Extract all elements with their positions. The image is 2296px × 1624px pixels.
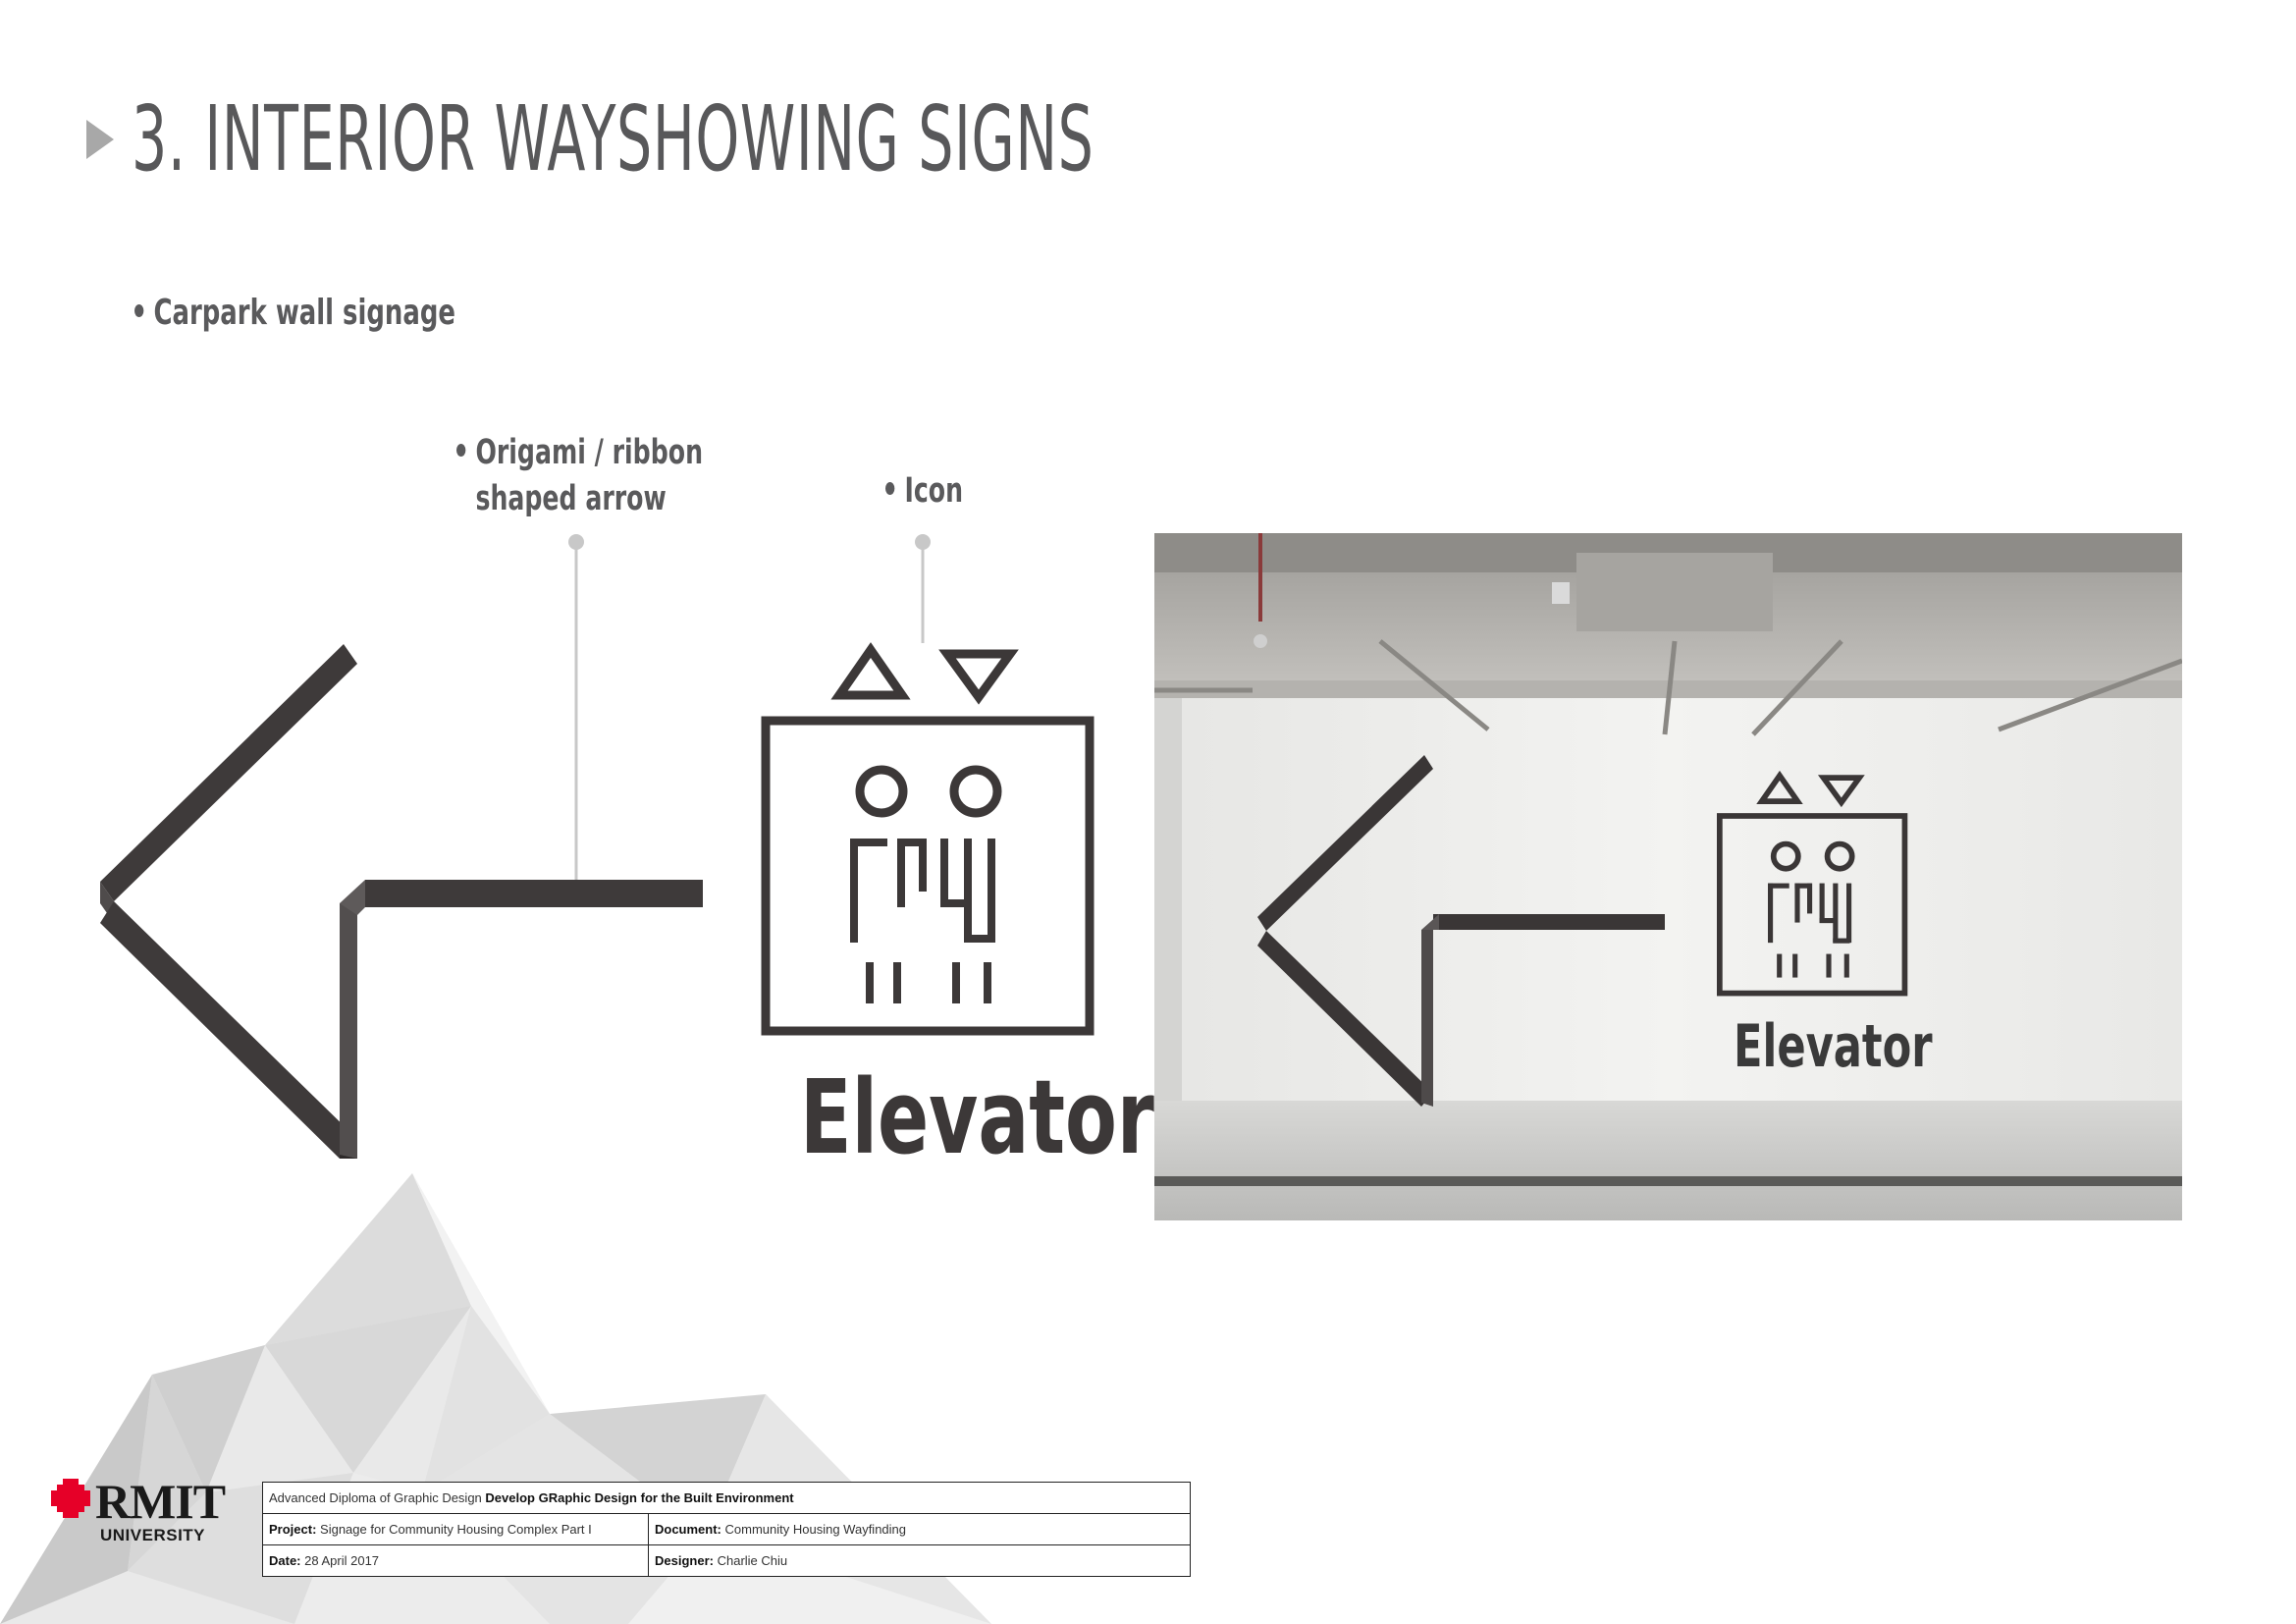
table-row: Advanced Diploma of Graphic Design Devel… xyxy=(262,1482,1191,1514)
callout-icon: Icon xyxy=(885,471,963,511)
rmit-wordmark: RMIT xyxy=(95,1474,226,1529)
project-cell: Project: Signage for Community Housing C… xyxy=(262,1513,649,1545)
wall-ribbon-arrow-icon xyxy=(1257,755,1665,1107)
callout-ribbon-arrow: Origami / ribbon shaped arrow xyxy=(456,430,703,522)
wall-elevator-icon xyxy=(1717,770,1908,997)
elevator-icon xyxy=(761,642,1095,1036)
rmit-pixel-mark-icon xyxy=(51,1479,90,1518)
course-cell: Advanced Diploma of Graphic Design Devel… xyxy=(262,1482,1191,1514)
ribbon-arrow-left-icon xyxy=(100,644,703,1159)
section-subtitle: Carpark wall signage xyxy=(134,293,455,333)
title-block-table: Advanced Diploma of Graphic Design Devel… xyxy=(262,1482,1191,1577)
carpark-scene xyxy=(1154,533,2182,1220)
carpark-wall-photo xyxy=(1154,533,2182,1220)
document-cell: Document: Community Housing Wayfinding xyxy=(648,1513,1191,1545)
title-arrow-icon xyxy=(86,120,114,159)
date-cell: Date: 28 April 2017 xyxy=(262,1544,649,1577)
bullet-icon xyxy=(885,481,895,495)
rmit-logo: RMIT UNIVERSITY xyxy=(49,1477,226,1544)
table-row: Date: 28 April 2017 Designer: Charlie Ch… xyxy=(262,1544,1191,1577)
bullet-icon xyxy=(134,303,144,317)
page-title: 3. INTERIOR WAYSHOWING SIGNS xyxy=(132,86,1095,191)
table-row: Project: Signage for Community Housing C… xyxy=(262,1513,1191,1545)
elevator-sign-label: Elevator xyxy=(800,1057,1154,1177)
rmit-university: UNIVERSITY xyxy=(100,1526,206,1544)
designer-cell: Designer: Charlie Chiu xyxy=(648,1544,1191,1577)
wall-elevator-label: Elevator xyxy=(1734,1012,1933,1081)
bullet-icon xyxy=(456,443,466,457)
